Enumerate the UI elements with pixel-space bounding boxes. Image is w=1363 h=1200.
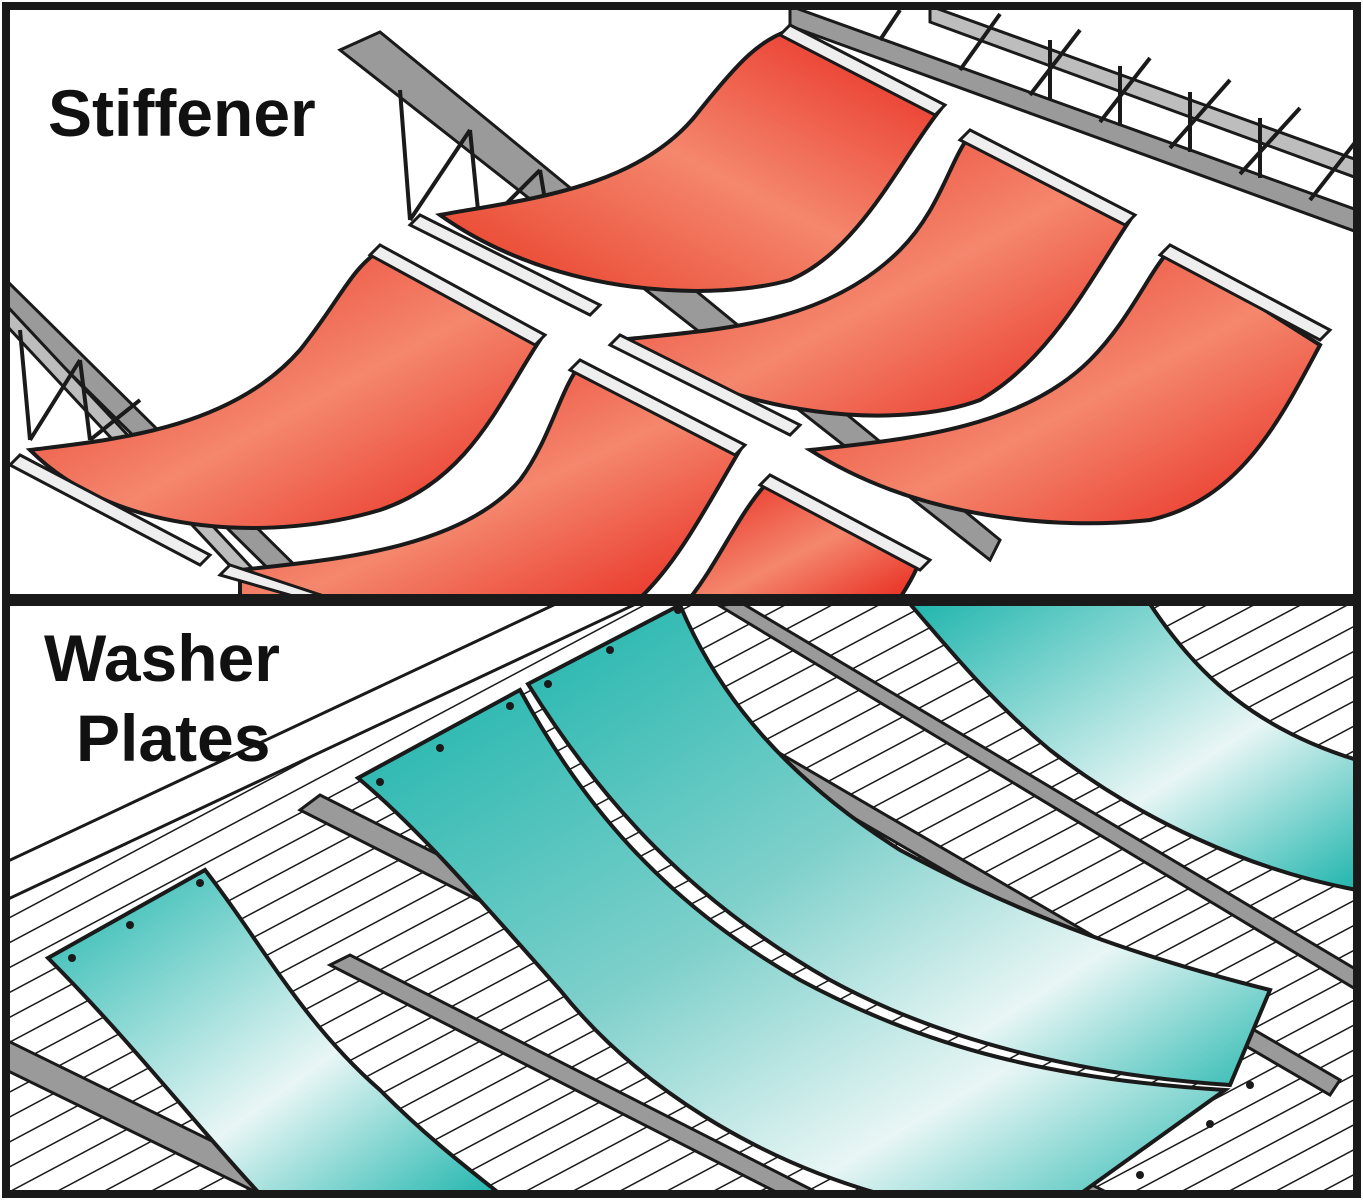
stiffener-sheet-2 <box>614 132 1133 418</box>
stiffener-sheet-1 <box>434 27 944 293</box>
washer-plate-4 <box>905 602 1357 893</box>
stiffener-rails <box>7 23 1333 598</box>
washer-plate-2 <box>354 687 1231 1194</box>
stiffener-sheet-3 <box>804 247 1323 526</box>
middle-joist <box>337 30 1002 563</box>
washer-bolts <box>68 606 1254 1179</box>
washer-joist-3 <box>326 953 821 1194</box>
stiffener-sheet-5 <box>238 362 743 598</box>
washer-plates-panel <box>6 602 1357 1194</box>
bottom-panel-frame <box>2 598 1361 1198</box>
washer-label-line1: Washer <box>44 621 280 695</box>
upper-joist <box>788 6 1357 234</box>
washer-plate-3 <box>525 602 1273 1088</box>
stiffener-label: Stiffener <box>48 76 316 150</box>
stiffener-sheet-4 <box>25 247 543 530</box>
washer-label-line2: Plates <box>76 701 271 775</box>
washer-plate-1 <box>44 867 504 1194</box>
stiffener-panel <box>6 6 1357 598</box>
